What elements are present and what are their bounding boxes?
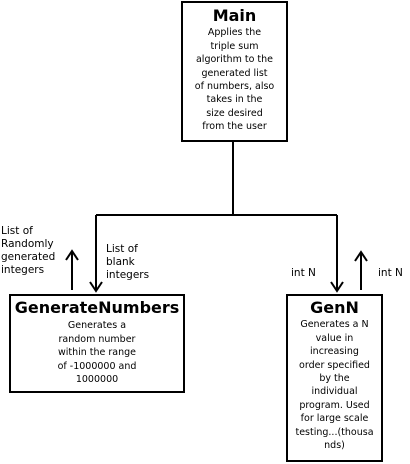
random-return-arrowhead xyxy=(65,249,79,261)
int-n-up-label: int N xyxy=(378,267,403,279)
main-box-description: Applies the triple sum algorithm to the … xyxy=(194,27,275,133)
intn-return-arrowhead xyxy=(354,250,368,262)
main-box: Main Applies the triple sum algorithm to… xyxy=(181,1,288,142)
int-n-down-label: int N xyxy=(291,267,316,279)
generate-numbers-description: Generates a random number within the ran… xyxy=(57,320,137,386)
right-down-arrowhead xyxy=(330,281,344,293)
left-down-arrowhead xyxy=(89,281,103,293)
blank-list-label: List of blank integers xyxy=(106,243,150,281)
random-list-label: List of Randomly generated integers xyxy=(1,225,56,276)
gen-n-box: GenN Generates a N value in increasing o… xyxy=(286,294,383,462)
generate-numbers-box: GenerateNumbers Generates a random numbe… xyxy=(9,294,185,393)
gen-n-description: Generates a N value in increasing order … xyxy=(295,319,374,452)
main-box-title: Main xyxy=(212,6,257,25)
gen-n-title: GenN xyxy=(310,298,359,317)
generate-numbers-title: GenerateNumbers xyxy=(14,298,180,317)
